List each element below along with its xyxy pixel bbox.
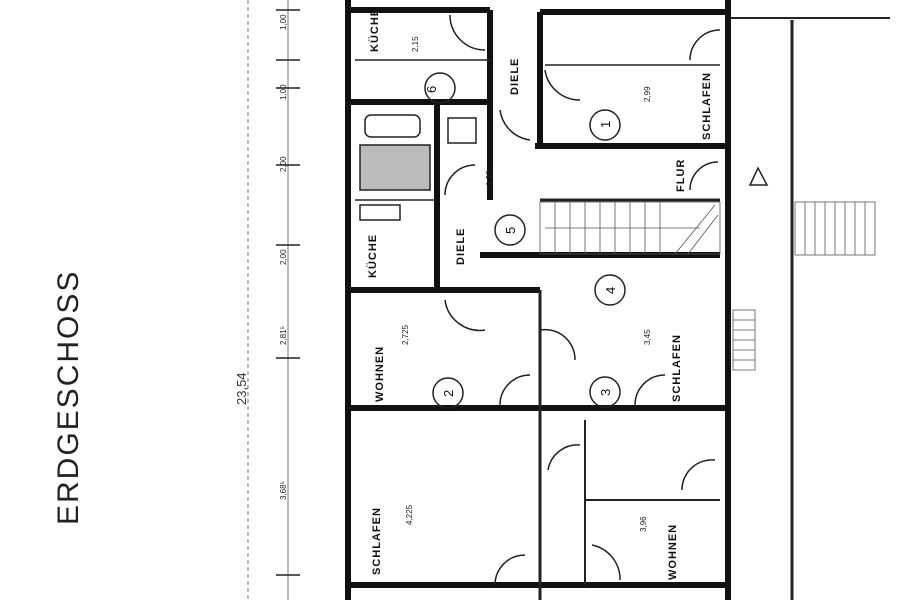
dimension-chain: 23,54 1,00 1,00 2,00 2,00 2,81⁵ 3,68⁵: [234, 0, 300, 600]
unit-number: 4: [603, 287, 618, 294]
unit-markers: 6 1 5 4 2 3: [424, 72, 626, 409]
total-dimension: 23,54: [234, 372, 249, 405]
segment-dimension: 3,68⁵: [279, 481, 288, 500]
staircase: [539, 201, 721, 255]
unit-number: 3: [598, 389, 613, 396]
plan-title: ERDGESCHOSS: [52, 270, 85, 525]
room-dimension: 2,15: [411, 36, 420, 52]
room-dimension: 3,45: [643, 329, 652, 345]
room-label-wohnen: WOHNEN: [667, 524, 679, 580]
steps: [732, 309, 756, 371]
room-dimension: 4,225: [405, 504, 414, 525]
walls: [345, 0, 890, 600]
room-label-schlafen: SCHLAFEN: [671, 334, 683, 402]
room-label-flur: FLUR: [675, 159, 687, 192]
segment-dimension: 2,00: [279, 156, 288, 172]
segment-dimension: 1,00: [279, 14, 288, 30]
unit-number: 2: [441, 390, 456, 397]
segment-dimension: 2,81⁵: [279, 326, 288, 345]
unit-number: 6: [424, 86, 439, 93]
room-labels: KÜCHE 2,15 DIELE SCHLAFEN 2,99 FLUR 1,20…: [366, 8, 713, 580]
room-label-schlafen: SCHLAFEN: [701, 72, 713, 140]
room-label-diele: DIELE: [509, 58, 521, 95]
door-swings: [444, 14, 721, 586]
unit-number: 5: [503, 227, 518, 234]
room-dimension: 1,20: [485, 170, 494, 186]
segment-dimension: 1,00: [279, 84, 288, 100]
unit-number: 1: [598, 121, 613, 128]
segment-dimension: 2,00: [279, 249, 288, 265]
room-label-kueche: KÜCHE: [368, 8, 381, 52]
room-label-kueche: KÜCHE: [366, 234, 379, 278]
room-dimension: 2,99: [643, 86, 652, 102]
room-label-diele: DIELE: [455, 228, 467, 265]
room-dimension: 2,725: [401, 324, 410, 345]
room-dimension: 3,96: [639, 516, 648, 532]
exterior-staircase: [794, 201, 876, 256]
entrance-triangle-icon: [748, 166, 769, 186]
room-label-wohnen: WOHNEN: [374, 346, 386, 402]
bathroom-fixtures: [359, 114, 477, 221]
room-label-schlafen: SCHLAFEN: [371, 507, 383, 575]
